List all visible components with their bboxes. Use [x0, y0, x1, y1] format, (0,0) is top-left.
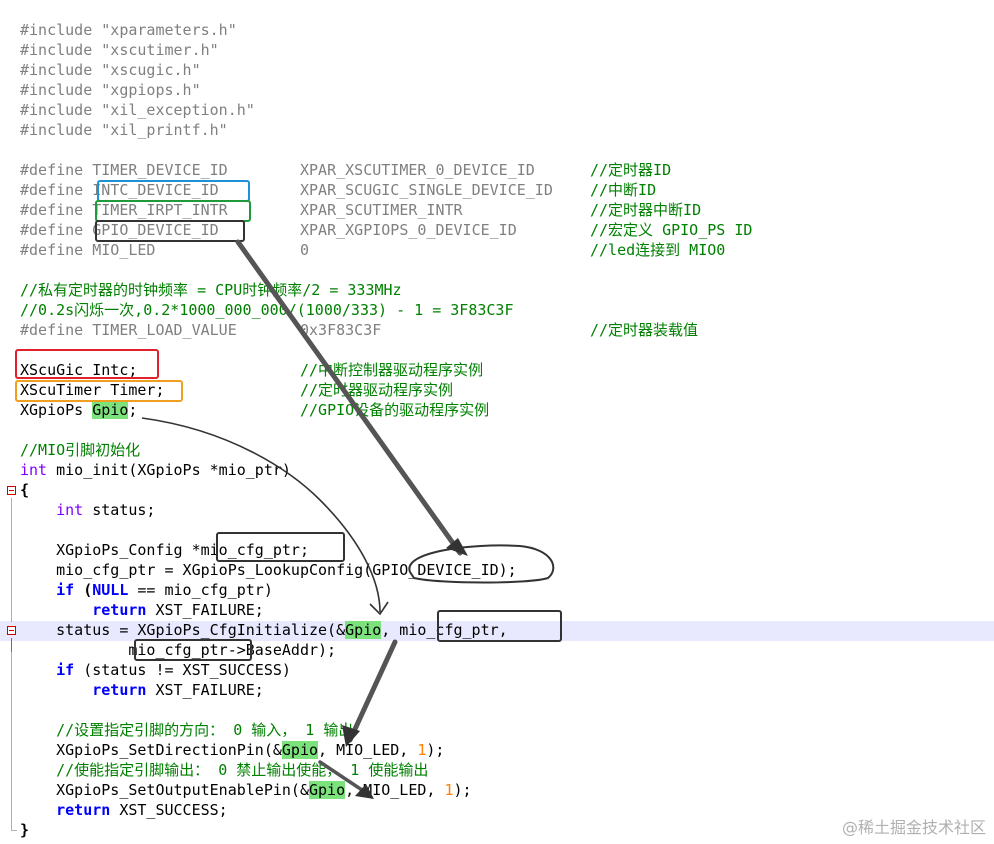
- code-line-define: #define TIMER_IRPT_INTR: [20, 201, 228, 219]
- annotation-arrowhead: [342, 725, 360, 747]
- fold-guide: [11, 652, 12, 830]
- code-line-include: #include "xgpiops.h": [20, 81, 201, 99]
- define-comment: //led连接到 MIO0: [590, 241, 726, 259]
- code-line-define: #define INTC_DEVICE_ID: [20, 181, 219, 199]
- annotation-box-dark: [437, 610, 562, 642]
- code-line: mio_cfg_ptr = XGpioPs_LookupConfig(GPIO_…: [56, 561, 517, 579]
- annotation-arrow: [141, 417, 381, 613]
- annotation-arrow: [318, 760, 370, 796]
- code-line: if (NULL == mio_cfg_ptr): [56, 581, 273, 599]
- code-comment: //私有定时器的时钟频率 = CPU时钟频率/2 = 333MHz: [20, 281, 402, 299]
- code-line-define: #define TIMER_DEVICE_ID: [20, 161, 228, 179]
- fold-collapse-icon[interactable]: [7, 486, 16, 495]
- define-comment: //定时器装载值: [590, 321, 699, 339]
- code-comment: //MIO引脚初始化: [20, 441, 141, 459]
- close-brace: }: [20, 821, 30, 839]
- code-comment: //设置指定引脚的方向： 0 输入， 1 输出: [56, 721, 354, 739]
- code-line: return XST_FAILURE;: [92, 681, 264, 699]
- define-comment: //定时器ID: [590, 161, 672, 179]
- code-line: mio_cfg_ptr->BaseAddr);: [128, 641, 337, 659]
- annotation-arrow: [347, 639, 398, 743]
- code-line-define: #define TIMER_LOAD_VALUE: [20, 321, 237, 339]
- define-value: XPAR_SCUGIC_SINGLE_DEVICE_ID: [300, 181, 553, 199]
- global-decl: XScuTimer Timer;: [20, 381, 165, 399]
- global-decl: XScuGic Intc;: [20, 361, 138, 379]
- code-line: XGpioPs_Config *mio_cfg_ptr;: [56, 541, 309, 559]
- define-comment: //中断ID: [590, 181, 657, 199]
- annotation-box-orange: [15, 380, 183, 402]
- code-line: XGpioPs_SetDirectionPin(&Gpio, MIO_LED, …: [56, 741, 445, 759]
- global-decl: XGpioPs Gpio;: [20, 401, 138, 419]
- code-line: int status;: [56, 501, 156, 519]
- define-value: 0: [300, 241, 310, 259]
- fold-guide-change: [11, 638, 12, 652]
- annotation-ellipse: [408, 544, 555, 584]
- current-line-highlight: [0, 621, 994, 641]
- code-line-include: #include "xil_exception.h": [20, 101, 255, 119]
- fold-guide-end: [11, 830, 17, 831]
- global-comment: //中断控制器驱动程序实例: [300, 361, 484, 379]
- code-line-define: #define MIO_LED: [20, 241, 156, 259]
- code-comment: //0.2s闪烁一次,0.2*1000_000_000/(1000/333) -…: [20, 301, 514, 319]
- annotation-arrowhead: [446, 538, 468, 556]
- define-value: XPAR_XGPIOPS_0_DEVICE_ID: [300, 221, 517, 239]
- annotation-box-red: [15, 349, 159, 379]
- annotation-arrowhead: [369, 601, 389, 616]
- fold-collapse-icon[interactable]: [7, 626, 16, 635]
- fold-guide: [11, 498, 12, 622]
- code-line: if (status != XST_SUCCESS): [56, 661, 291, 679]
- define-comment: //定时器中断ID: [590, 201, 702, 219]
- code-line-include: #include "xparameters.h": [20, 21, 237, 39]
- define-value: 0x3F83C3F: [300, 321, 382, 339]
- global-comment: //GPIO设备的驱动程序实例: [300, 401, 490, 419]
- code-line: status = XGpioPs_CfgInitialize(&Gpio, mi…: [56, 621, 508, 639]
- annotation-box-dark: [216, 532, 345, 562]
- code-line: return XST_FAILURE;: [92, 601, 264, 619]
- code-line-include: #include "xscutimer.h": [20, 41, 219, 59]
- annotation-arrow: [235, 239, 463, 556]
- annotation-box-dark: [134, 639, 252, 661]
- code-comment: //使能指定引脚输出： 0 禁止输出使能， 1 使能输出: [56, 761, 429, 779]
- open-brace: {: [20, 481, 30, 499]
- code-line-include: #include "xscugic.h": [20, 61, 201, 79]
- define-value: XPAR_SCUTIMER_INTR: [300, 201, 463, 219]
- function-signature: int mio_init(XGpioPs *mio_ptr): [20, 461, 291, 479]
- code-line: return XST_SUCCESS;: [56, 801, 228, 819]
- code-line-include: #include "xil_printf.h": [20, 121, 228, 139]
- annotation-box-dark: [95, 220, 245, 242]
- watermark: @稀土掘金技术社区: [841, 818, 986, 837]
- code-line: XGpioPs_SetOutputEnablePin(&Gpio, MIO_LE…: [56, 781, 472, 799]
- code-line-define: #define GPIO_DEVICE_ID: [20, 221, 219, 239]
- define-value: XPAR_XSCUTIMER_0_DEVICE_ID: [300, 161, 535, 179]
- define-comment: //宏定义 GPIO_PS ID: [590, 221, 753, 239]
- annotation-arrowhead: [355, 784, 374, 799]
